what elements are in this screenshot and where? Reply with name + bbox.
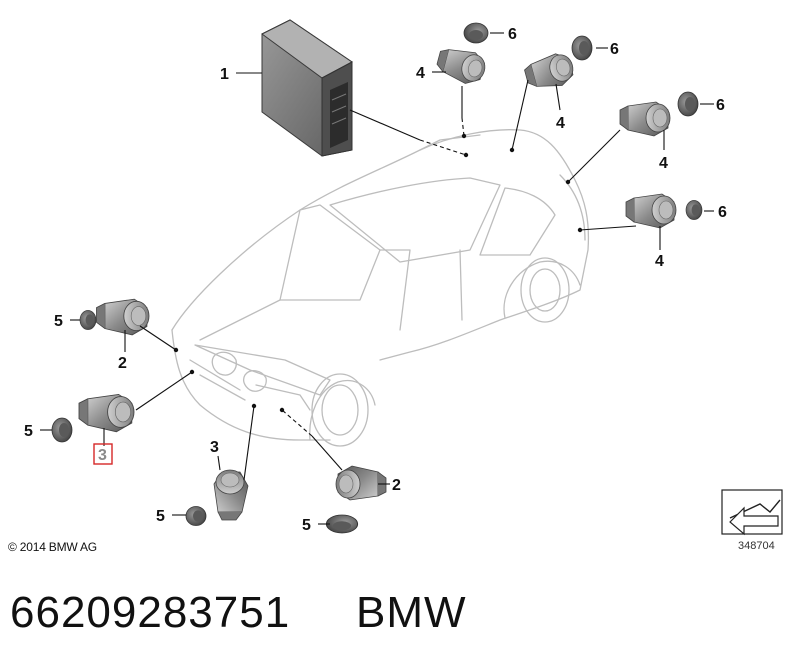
callout-control-unit: 1 (220, 66, 229, 83)
callout-rear-sensor-2: 4 (556, 115, 565, 132)
front-sensor-bottom (213, 469, 249, 521)
diagram-number: 348704 (738, 540, 775, 552)
callout-front-sensor-1: 2 (118, 355, 127, 372)
rear-sensor-top-right (522, 50, 578, 95)
callout-front-grommet-4: 5 (302, 517, 311, 534)
callout-rear-sensor-4: 4 (655, 253, 664, 270)
rear-sensor-lower (625, 193, 677, 229)
rear-sensor-middle (619, 101, 671, 137)
control-unit (261, 19, 353, 157)
parts-diagram: 1 4 6 4 6 4 6 4 6 5 2 5 3 3 5 2 5 (24, 19, 783, 536)
rear-grommet-middle (677, 91, 699, 117)
rear-grommet-lower (685, 199, 703, 221)
callout-highlight-box: 3 (93, 443, 113, 465)
orientation-arrow-icon (721, 489, 783, 536)
callout-front-sensor-3: 2 (392, 477, 401, 494)
callout-rear-grommet-4: 6 (718, 204, 727, 221)
callout-rear-grommet-1: 6 (508, 26, 517, 43)
callout-rear-sensor-3: 4 (659, 155, 668, 172)
callout-rear-grommet-2: 6 (610, 41, 619, 58)
callout-rear-grommet-3: 6 (716, 97, 725, 114)
callout-front-grommet-1: 5 (54, 313, 63, 330)
copyright-notice: © 2014 BMW AG (8, 540, 97, 554)
front-grommet-bottom (185, 505, 207, 527)
front-sensor-left-upper (96, 298, 150, 336)
brand-name: BMW (356, 588, 467, 637)
front-grommet-right (325, 514, 359, 534)
callout-front-grommet-2: 5 (24, 423, 33, 440)
leader-lines (40, 32, 714, 525)
part-number: 66209283751 (10, 588, 291, 637)
front-grommet-left-upper (79, 309, 97, 331)
callout-front-sensor-2: 3 (210, 439, 219, 456)
front-grommet-left-lower (51, 417, 73, 443)
rear-grommet-top-right (571, 35, 593, 61)
vehicle-outline (171, 129, 590, 447)
callout-front-grommet-3: 5 (156, 508, 165, 525)
front-sensor-right (335, 465, 387, 501)
front-sensor-left-lower (78, 393, 135, 433)
callout-rear-sensor-1: 4 (416, 65, 425, 82)
rear-grommet-top-left (463, 22, 489, 44)
callout-front-sensor-highlight: 3 (98, 447, 107, 464)
rear-sensor-top-left (433, 43, 489, 88)
